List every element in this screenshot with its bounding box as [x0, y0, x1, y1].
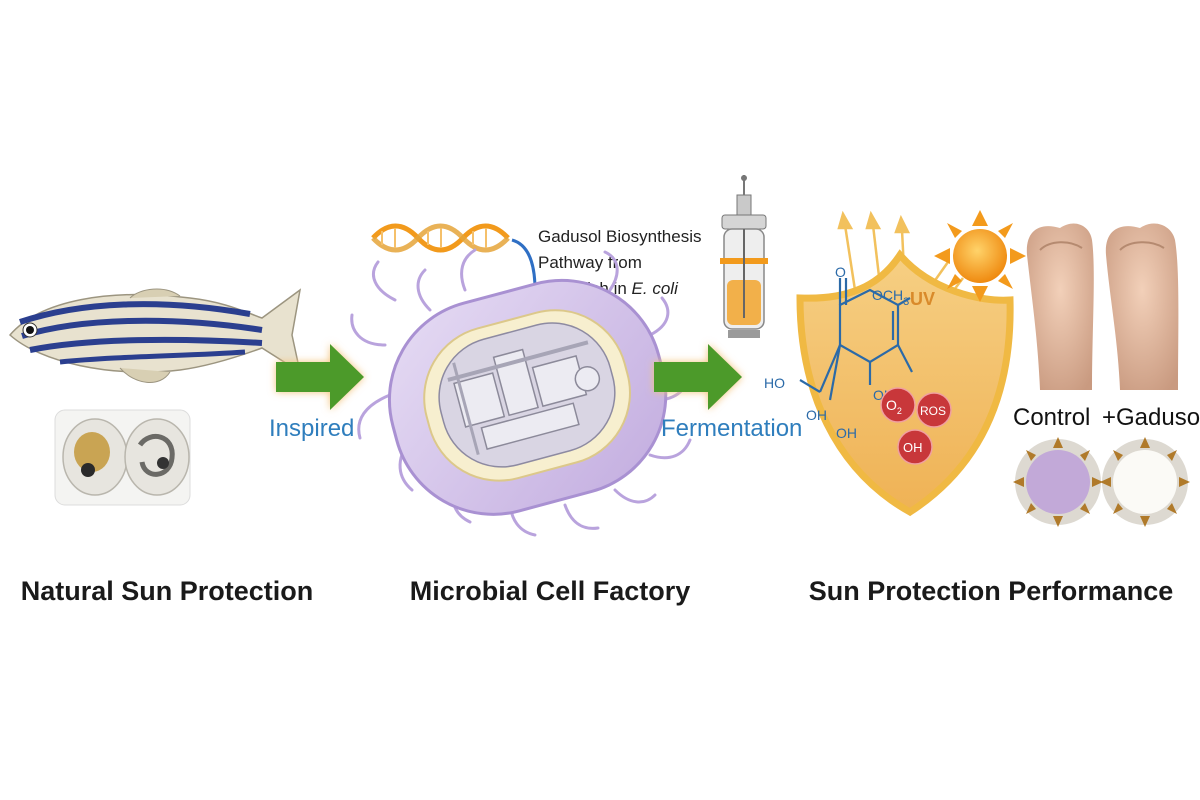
molecule-oh-1: OH	[806, 407, 827, 423]
pathway-line-2: Pathway from	[538, 253, 642, 272]
ros-oh: OH	[903, 440, 923, 455]
section-label-factory: Microbial Cell Factory	[410, 576, 691, 606]
gadusol-molecule	[799, 278, 913, 401]
ros-label: ROS	[920, 404, 946, 418]
zebrafish-embryos-image	[54, 409, 191, 506]
pathway-line-1: Gadusol Biosynthesis	[538, 227, 701, 246]
inspired-arrow	[276, 344, 364, 410]
inspired-label: Inspired	[269, 415, 354, 442]
gadusol-sample-disc	[1100, 437, 1190, 527]
molecule-ho: HO	[764, 375, 785, 391]
bioreactor-illustration	[720, 175, 768, 338]
ecoli-cell-illustration	[350, 248, 692, 537]
sun-icon	[934, 210, 1026, 302]
molecule-och3: OCH3	[872, 287, 909, 308]
protective-shield	[796, 249, 1014, 517]
fermentation-arrow	[654, 344, 742, 410]
ros-circles: O2 ROS OH	[880, 387, 952, 465]
control-label: Control	[1013, 404, 1090, 431]
control-sample-disc	[1013, 437, 1103, 527]
section-label-natural: Natural Sun Protection	[21, 576, 314, 606]
zebrafish-illustration	[8, 288, 302, 384]
dna-helix-icon	[371, 223, 510, 253]
wrist-photo-gadusol	[1105, 223, 1179, 390]
ros-o2: O2	[886, 397, 902, 416]
pathway-line-3-italic: E. coli	[632, 279, 680, 298]
molecule-ketone-o: O	[835, 264, 846, 280]
wrist-photo-control	[1026, 223, 1094, 390]
gadusol-label: +Gadusol	[1102, 404, 1200, 431]
section-label-performance: Sun Protection Performance	[809, 576, 1174, 606]
uv-label: UV	[910, 289, 935, 309]
molecule-oh-2: OH	[836, 425, 857, 441]
fermentation-label: Fermentation	[661, 415, 802, 442]
